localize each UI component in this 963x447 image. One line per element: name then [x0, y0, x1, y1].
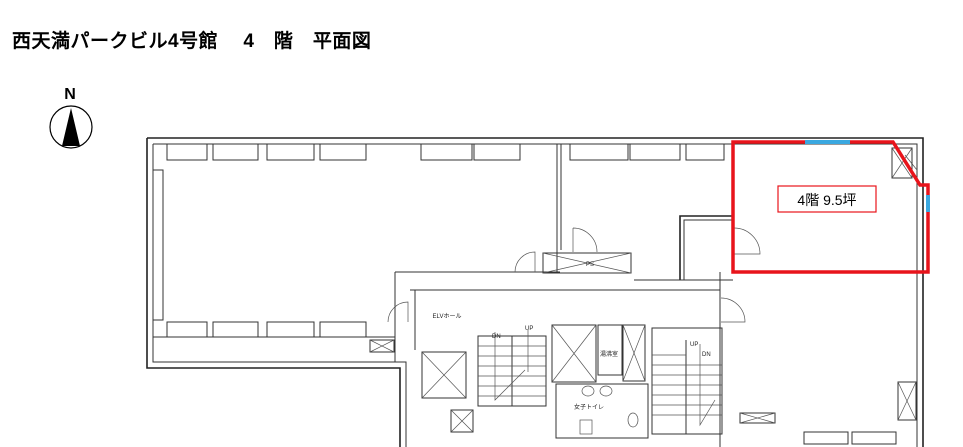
unit-highlight: 4階 9.5坪 [731, 140, 930, 274]
stair-left-dn-label: DN [492, 334, 501, 340]
stair-right: UP DN [651, 327, 723, 435]
page-title: 西天満パークビル4号館 4 階 平面図 [12, 31, 372, 52]
toilet-label: 女子トイレ [574, 403, 604, 411]
kitchen-label: 湯沸室 [600, 350, 618, 358]
stair-left-up-label: UP [525, 326, 533, 332]
kitchen: 湯沸室 [597, 324, 623, 376]
stair-right-up-label: UP [690, 342, 698, 348]
unit-label-box [777, 185, 877, 213]
stair-left: DN UP [477, 326, 547, 407]
elevators [421, 324, 646, 433]
north-arrow-icon [62, 108, 80, 146]
doors [387, 154, 918, 323]
elv-hall-label: ELVホール [433, 313, 462, 320]
stair-right-dn-label: DN [702, 352, 711, 358]
interior-walls [410, 144, 733, 447]
compass-circle [49, 105, 93, 149]
ps-label: PS [586, 262, 594, 268]
ps-shaft: PS [542, 252, 632, 274]
columns [152, 143, 725, 338]
compass-label: N [64, 86, 76, 103]
north-compass: N [49, 86, 93, 149]
toilet: 女子トイレ [555, 383, 649, 439]
ducts [369, 147, 917, 445]
unit-label: 4階 9.5坪 [797, 192, 856, 208]
unit-outline [731, 140, 930, 274]
outer-walls [146, 137, 924, 447]
